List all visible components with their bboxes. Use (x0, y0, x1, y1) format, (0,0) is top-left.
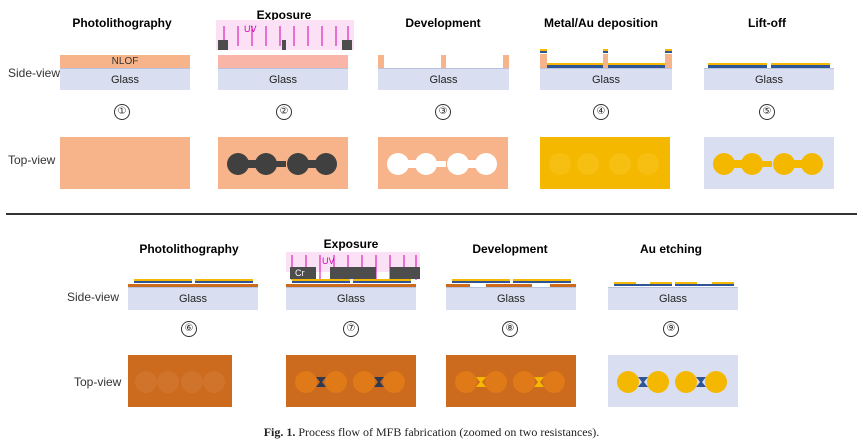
glass-substrate-8: Glass (446, 287, 576, 310)
top-side-view-label: Side-view (8, 66, 61, 80)
step-number-8: ⑧ (502, 321, 518, 337)
glass-substrate-2: Glass (218, 68, 348, 90)
step-number-5: ⑤ (759, 104, 775, 120)
top-view-3 (378, 137, 508, 189)
resist-remaining-mid (441, 55, 446, 68)
top-title-photolithography: Photolithography (72, 16, 172, 30)
top-top-view-label: Top-view (8, 153, 56, 167)
glass-substrate-7: Glass (286, 287, 416, 310)
step-number-4: ④ (593, 104, 609, 120)
top-view-7 (286, 355, 416, 407)
step-number-9: ⑨ (663, 321, 679, 337)
uv-label-bottom: UV (322, 256, 335, 266)
glass-substrate-3: Glass (378, 68, 509, 90)
step-number-7: ⑦ (343, 321, 359, 337)
top-view-1 (60, 137, 190, 189)
cr-mask-label: Cr (295, 268, 305, 278)
step-number-2: ② (276, 104, 292, 120)
bottom-title-au-etching: Au etching (640, 242, 702, 256)
bottom-side-view-label: Side-view (67, 290, 120, 304)
figure-number: Fig. 1. (263, 425, 296, 439)
figure-caption: Fig. 1. Process flow of MFB fabrication … (0, 425, 863, 440)
top-view-5 (704, 137, 834, 189)
glass-substrate-4: Glass (540, 68, 672, 90)
liftoff-metal-side (708, 63, 830, 68)
top-view-4 (540, 137, 670, 189)
resist-remaining-left (378, 55, 384, 68)
glass-substrate-9: Glass (608, 287, 738, 310)
step-number-6: ⑥ (181, 321, 197, 337)
step-number-3: ③ (435, 104, 451, 120)
development-layers-8 (446, 279, 576, 287)
top-title-development: Development (405, 16, 481, 30)
bottom-top-view-label: Top-view (74, 375, 122, 389)
uv-label-top: UV (244, 24, 257, 34)
bottom-title-exposure: Exposure (323, 237, 379, 251)
glass-substrate-6: Glass (128, 287, 258, 310)
nlof-label: NLOF (111, 56, 139, 67)
uv-exposure-bottom (286, 252, 420, 280)
bottom-title-photolithography: Photolithography (139, 242, 239, 256)
metal-deposition-side (540, 49, 672, 68)
top-title-exposure: Exposure (256, 8, 312, 22)
exposed-resist-layer (218, 55, 348, 68)
top-view-2 (218, 137, 348, 189)
top-view-9 (608, 355, 738, 407)
resist-remaining-right (503, 55, 509, 68)
top-view-8 (446, 355, 576, 407)
top-view-6 (128, 355, 232, 407)
glass-substrate-1: Glass (60, 68, 190, 90)
figure-caption-text: Process flow of MFB fabrication (zoomed … (298, 425, 600, 439)
nlof-resist-layer: NLOF (60, 55, 190, 68)
uv-exposure-top (216, 20, 354, 50)
photolitho-layers-6 (128, 279, 258, 287)
top-title-deposition: Metal/Au deposition (544, 16, 658, 30)
top-title-liftoff: Lift-off (748, 16, 786, 30)
exposure-layers-7 (286, 279, 416, 287)
bottom-title-development: Development (472, 242, 548, 256)
step-number-1: ① (114, 104, 130, 120)
glass-substrate-5: Glass (704, 68, 834, 90)
etched-layers-9 (614, 282, 734, 286)
section-divider (6, 213, 857, 215)
